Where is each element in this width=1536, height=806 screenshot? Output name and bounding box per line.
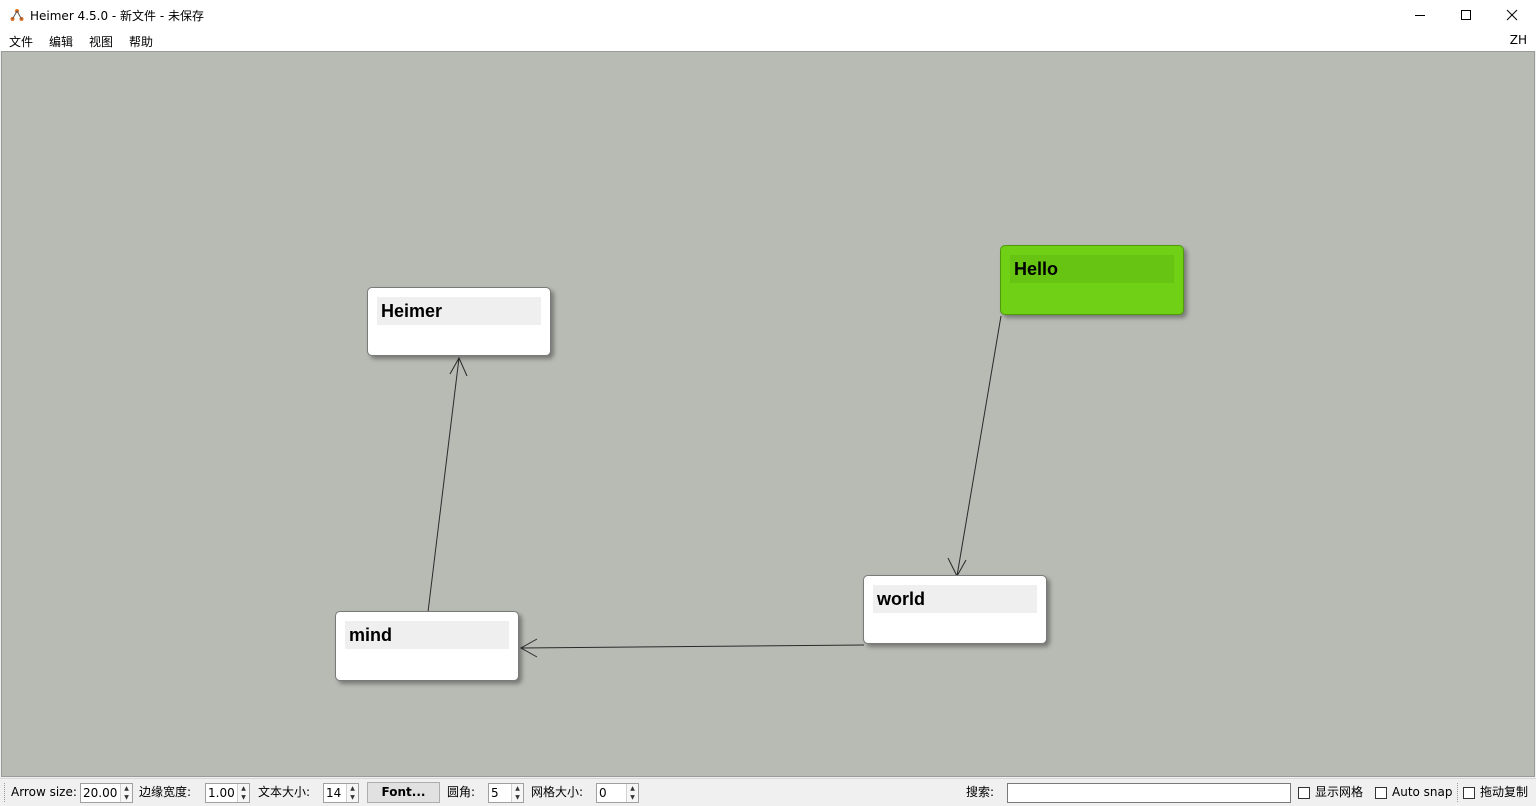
spin-down-icon[interactable]: ▼ [515, 794, 520, 801]
minimize-icon [1415, 15, 1425, 16]
font-button[interactable]: Font... [367, 782, 440, 803]
grid-size-label: 网格大小: [531, 785, 584, 799]
menu-edit[interactable]: 编辑 [49, 35, 74, 49]
drag-copy-label[interactable]: 拖动复制 [1480, 785, 1529, 799]
spin-down-icon[interactable]: ▼ [350, 794, 355, 801]
node-mind-label[interactable]: mind [345, 621, 509, 649]
spin-up-icon[interactable]: ▲ [350, 785, 355, 792]
corner-radius-stepper[interactable]: ▲▼ [511, 784, 523, 802]
text-size-spinbox[interactable]: 14 ▲▼ [323, 783, 359, 803]
arrow-size-label: Arrow size: [11, 785, 77, 799]
mind-map-canvas[interactable]: Heimer Hello world mind [1, 51, 1535, 777]
menu-help[interactable]: 帮助 [129, 35, 154, 49]
show-grid-checkbox[interactable] [1298, 787, 1310, 799]
spin-down-icon[interactable]: ▼ [241, 794, 246, 801]
spin-up-icon[interactable]: ▲ [241, 785, 246, 792]
window-title: Heimer 4.5.0 - 新文件 - 未保存 [30, 9, 205, 23]
node-world[interactable]: world [863, 575, 1047, 644]
edge-width-spinbox[interactable]: 1.00 ▲▼ [205, 783, 250, 803]
corner-radius-value: 5 [491, 786, 499, 800]
node-hello-label[interactable]: Hello [1010, 255, 1174, 283]
spin-up-icon[interactable]: ▲ [124, 785, 129, 792]
spin-up-icon[interactable]: ▲ [515, 785, 520, 792]
grid-size-value: 0 [599, 786, 607, 800]
grid-size-stepper[interactable]: ▲▼ [626, 784, 638, 802]
corner-radius-spinbox[interactable]: 5 ▲▼ [488, 783, 524, 803]
node-heimer-label[interactable]: Heimer [377, 297, 541, 325]
heimer-app-icon [10, 9, 24, 21]
edge-world-mind[interactable] [519, 638, 865, 658]
close-button[interactable] [1489, 0, 1535, 30]
maximize-button[interactable] [1443, 0, 1489, 30]
node-hello[interactable]: Hello [1000, 245, 1184, 315]
spin-down-icon[interactable]: ▼ [630, 794, 635, 801]
edge-hello-world[interactable] [947, 315, 1002, 578]
edge-width-label: 边缘宽度: [139, 785, 192, 799]
bottom-toolbar: Arrow size: 20.00 ▲▼ 边缘宽度: 1.00 ▲▼ 文本大小:… [0, 778, 1536, 805]
auto-snap-label[interactable]: Auto snap [1392, 785, 1453, 799]
language-indicator: ZH [1509, 33, 1527, 47]
edge-width-value: 1.00 [208, 786, 235, 800]
text-size-label: 文本大小: [258, 785, 311, 799]
toolbar-separator [1457, 783, 1458, 802]
node-world-label[interactable]: world [873, 585, 1037, 613]
toolbar-grip[interactable] [4, 783, 5, 802]
close-icon [1506, 9, 1518, 21]
text-size-value: 14 [326, 786, 342, 800]
edges-layer [427, 315, 1002, 658]
edge-width-stepper[interactable]: ▲▼ [237, 784, 249, 802]
menu-bar: 文件 编辑 视图 帮助 ZH [0, 30, 1536, 51]
node-heimer[interactable]: Heimer [367, 287, 551, 356]
minimize-button[interactable] [1397, 0, 1443, 30]
node-mind[interactable]: mind [335, 611, 519, 681]
arrow-size-spinbox[interactable]: 20.00 ▲▼ [80, 783, 133, 803]
maximize-icon [1461, 10, 1471, 20]
title-bar: Heimer 4.5.0 - 新文件 - 未保存 [0, 0, 1536, 30]
text-size-stepper[interactable]: ▲▼ [346, 784, 358, 802]
spin-up-icon[interactable]: ▲ [630, 785, 635, 792]
menu-file[interactable]: 文件 [9, 35, 34, 49]
auto-snap-checkbox[interactable] [1375, 787, 1387, 799]
drag-copy-checkbox[interactable] [1463, 787, 1475, 799]
search-label: 搜索: [966, 785, 995, 799]
arrow-size-stepper[interactable]: ▲▼ [120, 784, 132, 802]
show-grid-label[interactable]: 显示网格 [1315, 785, 1364, 799]
arrow-size-value: 20.00 [83, 786, 118, 800]
search-input[interactable] [1007, 783, 1291, 803]
edge-mind-heimer[interactable] [427, 356, 468, 613]
menu-view[interactable]: 视图 [89, 35, 114, 49]
corner-radius-label: 圆角: [447, 785, 476, 799]
grid-size-spinbox[interactable]: 0 ▲▼ [596, 783, 639, 803]
spin-down-icon[interactable]: ▼ [124, 794, 129, 801]
